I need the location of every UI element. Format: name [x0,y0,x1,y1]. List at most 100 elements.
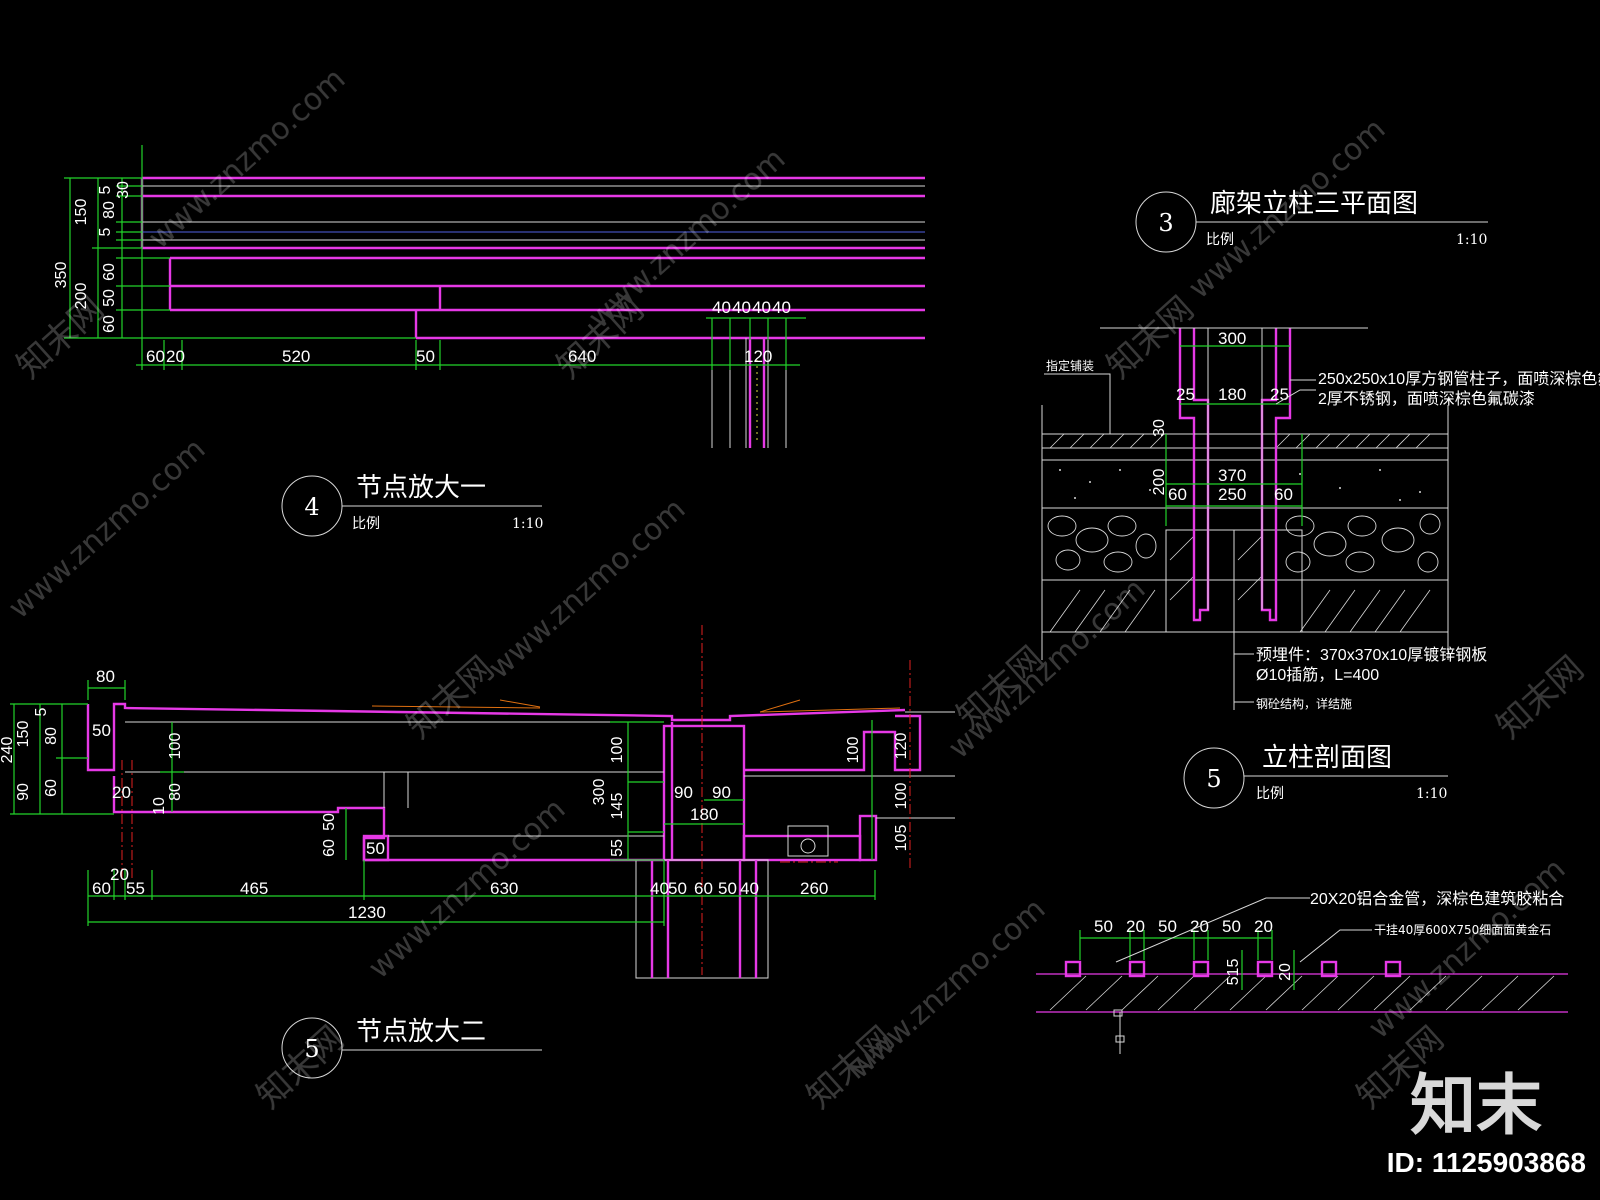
watermark-site-9: www.znzmo.com [1362,852,1572,1046]
section5-scale-label: 比例 [1256,786,1284,802]
section5-dim-9: 60 [1274,485,1293,504]
detail2-dim-h9: 180 [690,805,718,824]
detail4-dim-v3: 5 [97,185,114,194]
section5-dim-3: 25 [1270,385,1289,404]
paving-dim-2: 50 [1158,917,1177,936]
detail2-dim-h13: 50 [718,879,737,898]
detail4-dim-v5: 80 [101,201,118,219]
detail3-number: 3 [1158,209,1173,237]
section5-title: 立柱剖面图 [1262,743,1392,773]
detail2-dim-v0: 240 [0,737,16,764]
section5-dim-6: 370 [1218,466,1246,485]
detail2-dim-v1: 150 [15,721,32,748]
detail4-dim-v4: 30 [115,181,132,199]
detail4-dim-h8: 40 [752,298,771,317]
detail2-dim-v20: 100 [609,737,626,764]
detail2-title: 节点放大二 [356,1017,486,1047]
watermark-site-4: www.znzmo.com [2,432,212,626]
detail2-dim-h4: 465 [240,879,268,898]
paving-dim-7: 20 [1277,963,1294,981]
detail2-dim-h11: 50 [668,879,687,898]
paving-dim-6: 515 [1225,959,1242,986]
section5-dim-5: 200 [1151,469,1168,496]
section5-dim-4: 30 [1151,419,1168,437]
paving-dim-0: 50 [1094,917,1113,936]
paving-detail-drawing: 50 20 50 20 50 20 515 20 20X20铝合金管，深棕色建筑… [1036,890,1568,1054]
detail2-dim-v2: 90 [15,783,32,801]
detail4-dim-h5: 120 [744,347,772,366]
detail2-dim-v22: 55 [609,839,626,857]
detail2-number: 5 [304,1035,319,1063]
detail2-dim-v3: 5 [33,707,50,716]
detail4-dim-h1: 20 [166,347,185,366]
detail3-scale: 1:10 [1456,232,1487,248]
detail4-dim-h0: 60 [146,347,165,366]
detail2-dim-v24: 120 [893,733,910,760]
detail4-scale: 1:10 [512,516,543,532]
section5-note-plate: 2厚不锈钢，面喷深棕色氟碳漆 [1318,390,1535,408]
detail4-number: 4 [304,493,319,521]
detail4-dim-v0: 350 [53,262,70,289]
detail4-dim-v6: 5 [97,227,114,236]
paving-dim-1: 20 [1126,917,1145,936]
detail2-dim-v13: 100 [167,733,184,760]
watermark-layer: www.znzmo.com www.znzmo.com www.znzmo.co… [2,62,1592,1117]
detail2-dim-v23: 100 [845,737,862,764]
detail4-dim-v2: 200 [73,283,90,310]
watermark-cn-6: 知末网 [1489,649,1592,747]
detail4-dim-h3: 50 [416,347,435,366]
detail2-label-50b: 50 [366,839,385,858]
detail2-dim-h8: 90 [712,783,731,802]
detail2-dim-h2: 20 [110,865,129,884]
image-id: ID: 1125903868 [1387,1147,1586,1178]
detail4-dim-v11: 60 [101,315,118,333]
detail2-dim-v19: 300 [591,779,608,806]
detail4-dim-h4: 640 [568,347,596,366]
section5-note-bar: Ø10插筋，L=400 [1256,666,1379,684]
section5-dim-7: 60 [1168,485,1187,504]
paving-note-stone: 干挂40厚600X750细面面黄金石 [1374,922,1551,937]
watermark-cn-8: 知末网 [799,1019,902,1117]
detail2-dim-h3: 55 [126,879,145,898]
detail4-dim-h7: 40 [732,298,751,317]
detail2-dim-v8: 60 [43,779,60,797]
watermark-site-1: www.znzmo.com [142,62,352,256]
paving-note-tube: 20X20铝合金管，深棕色建筑胶粘合 [1310,890,1564,908]
detail4-dim-v1: 150 [73,199,90,226]
detail2-dim-h14: 40 [740,879,759,898]
detail3-title: 廊架立柱三平面图 [1210,189,1418,219]
brand-logo: 知末 [1410,1067,1542,1144]
section5-note-column: 250x250x10厚方钢管柱子，面喷深棕色氟碳 [1318,370,1600,388]
detail2-dim-h12: 60 [694,879,713,898]
detail4-drawing: 350 150 200 5 30 80 5 60 50 60 60 20 520… [53,145,925,537]
detail4-dim-v10: 50 [101,289,118,307]
detail3-scale-label: 比例 [1206,232,1234,248]
detail2-dim-v16: 60 [321,839,338,857]
detail2-dim-v5: 80 [43,727,60,745]
detail2-dim-v26: 105 [893,825,910,852]
section5-number: 5 [1206,765,1221,793]
section5-dim-8: 250 [1218,485,1246,504]
detail2-dim-h6: 1230 [348,903,386,922]
paving-dim-4: 50 [1222,917,1241,936]
detail2-dim-h10: 40 [650,879,669,898]
watermark-cn-4: 知末网 [399,649,502,747]
watermark-cn-3: 知末网 [1099,289,1202,387]
detail2-dim-h5: 630 [490,879,518,898]
watermark-cn-7: 知末网 [249,1019,352,1117]
detail4-dim-h6: 40 [712,298,731,317]
section5-note-steel: 钢砼结构，详结施 [1256,696,1352,711]
detail2-dim-v17: 50 [321,813,338,831]
detail2-dim-v14: 80 [167,783,184,801]
section5-dim-1: 25 [1176,385,1195,404]
detail4-dim-h9: 40 [772,298,791,317]
detail2-label-50a: 50 [92,721,111,740]
detail4-dim-v8: 60 [101,263,118,281]
paving-dim-5: 20 [1254,917,1273,936]
detail4-scale-label: 比例 [352,516,380,532]
detail-second-drawing: 80 240 150 90 5 80 60 50 20 100 80 10 60… [0,625,955,1079]
section5-note-embed: 预埋件：370x370x10厚镀锌钢板 [1256,646,1487,664]
section5-note-paving: 指定铺装 [1046,358,1094,373]
detail2-dim-h0: 80 [96,667,115,686]
